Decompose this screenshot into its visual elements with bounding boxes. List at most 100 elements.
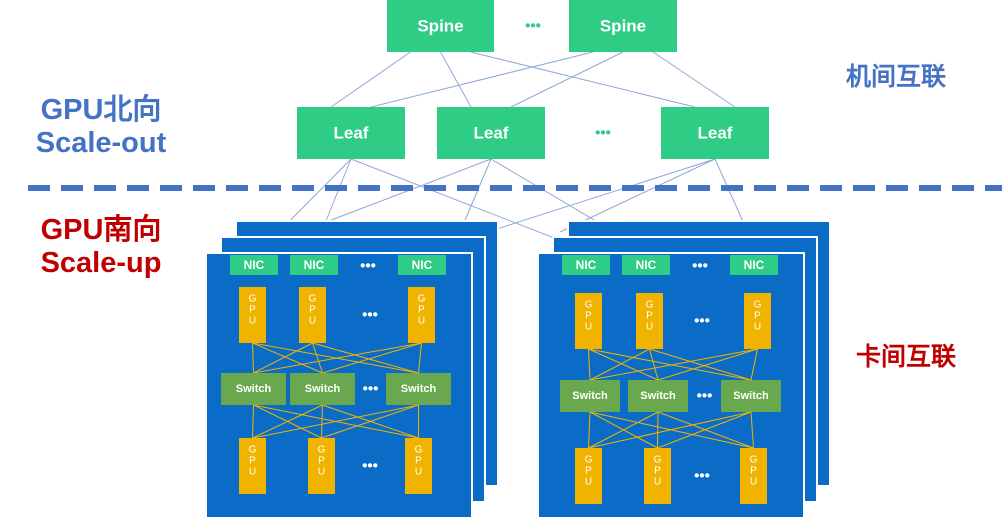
spine-switch-2-label: Spine: [600, 17, 646, 36]
gpu-switch-mesh: [588, 348, 758, 449]
leaf-switch-3-label: Leaf: [698, 124, 733, 143]
gpu-bottom-1-label-char: P: [249, 456, 256, 467]
gpu-top-3-label: GPU: [418, 294, 426, 327]
nvswitch-3: Switch: [721, 380, 781, 412]
leaf-switch-3-box: [661, 107, 769, 159]
mesh-link: [252, 404, 254, 439]
gpu-bottom-3-label-char: G: [750, 455, 758, 466]
nvswitch-1: Switch: [560, 380, 620, 412]
mesh-link: [253, 342, 422, 374]
inter-node-label: 机间互联: [846, 63, 947, 91]
gpu-top-2: GPU: [636, 293, 663, 349]
spine-switch-1: Spine: [387, 0, 494, 52]
spine-leaf-link: [330, 51, 411, 108]
spine-leaf-link: [652, 51, 736, 108]
gpu-top-2-box: [636, 293, 663, 349]
mesh-link: [322, 342, 422, 374]
leaf-switch-2-box: [437, 107, 545, 159]
nvswitch-1-label: Switch: [572, 390, 608, 402]
spine-leaf-link: [370, 51, 594, 108]
nvswitch-1-box: [221, 373, 286, 405]
gpu-bottom-3-label-char: U: [750, 477, 757, 488]
nic-2-box: [290, 255, 338, 275]
gpu-bottom-2-label: GPU: [654, 455, 662, 488]
nic-1-box: [230, 255, 278, 275]
gpu-top-3-label-char: U: [418, 316, 425, 327]
gpu-top-2-label: GPU: [309, 294, 317, 327]
gpu-top-3-label-char: U: [754, 322, 761, 333]
nvswitch-2-label: Switch: [640, 390, 676, 402]
nic-3-box: [730, 255, 778, 275]
gpu-bottom-2: GPU: [644, 448, 671, 504]
leaf-nic-link: [459, 158, 492, 233]
nvswitch-3-box: [721, 380, 781, 412]
gpu-bottom-2-label-char: G: [654, 455, 662, 466]
mesh-link: [252, 342, 323, 374]
gpu-switch-mesh: [252, 342, 422, 439]
gpu-bottom-3-label-char: P: [415, 456, 422, 467]
nvswitch-2: Switch: [290, 373, 355, 405]
leaf-ellipsis: •••: [595, 125, 611, 142]
gpu-top-3-label: GPU: [754, 300, 762, 333]
mesh-link: [253, 404, 419, 439]
nic-2-label: NIC: [636, 258, 657, 272]
gpu-top-ellipsis: •••: [362, 307, 378, 324]
gpu-top-ellipsis: •••: [694, 313, 710, 330]
gpu-top-1-label-char: U: [585, 322, 592, 333]
spine-switch-2: Spine: [569, 0, 677, 52]
gpu-bottom-2-label-char: P: [654, 466, 661, 477]
gpu-bottom-2-box: [644, 448, 671, 504]
gpu-bottom-1-label: GPU: [249, 445, 257, 478]
leaf-switch-1: Leaf: [297, 107, 405, 159]
gpu-top-2-label-char: G: [646, 300, 654, 311]
gpu-bottom-3-box: [740, 448, 767, 504]
gpu-bottom-1: GPU: [239, 438, 266, 494]
gpu-top-2-label: GPU: [646, 300, 654, 333]
nic-ellipsis: •••: [360, 258, 376, 275]
spine-leaf-link: [470, 51, 696, 108]
mesh-link: [657, 411, 659, 449]
nic-3-label: NIC: [412, 258, 433, 272]
gpu-top-3-label-char: P: [754, 311, 761, 322]
spine-leaf-link: [510, 51, 624, 108]
gpu-top-2-label-char: G: [309, 294, 317, 305]
mesh-link: [649, 348, 659, 381]
gpu-top-2-label-char: U: [309, 316, 316, 327]
gpu-top-3: GPU: [408, 287, 435, 343]
spine-switch-1-box: [387, 0, 494, 52]
mesh-link: [588, 411, 591, 449]
mesh-link: [252, 342, 254, 374]
gpu-top-1-label: GPU: [585, 300, 593, 333]
nvswitch-1-box: [560, 380, 620, 412]
leaf-nic-link: [299, 158, 492, 233]
gpu-bottom-1-label-char: G: [585, 455, 593, 466]
gpu-top-3-label-char: P: [418, 305, 425, 316]
mesh-link: [588, 348, 591, 381]
spine-switch-1-label: Spine: [417, 17, 463, 36]
spine-switch-2-box: [569, 0, 677, 52]
gpu-bottom-1-label-char: G: [249, 445, 257, 456]
leaf-switch-1-box: [297, 107, 405, 159]
intra-node-label: 卡间互联: [856, 343, 957, 371]
mesh-link: [253, 404, 322, 439]
nvswitch-1: Switch: [221, 373, 286, 405]
mesh-link: [657, 411, 754, 449]
nic-1-label: NIC: [244, 258, 265, 272]
spine-leaf-link: [440, 51, 472, 108]
switch-ellipsis: •••: [697, 388, 713, 405]
gpu-bottom-3: GPU: [740, 448, 767, 504]
spine-ellipsis: •••: [525, 18, 541, 35]
gpu-top-2-label-char: P: [646, 311, 653, 322]
gpu-bottom-1: GPU: [575, 448, 602, 504]
nvswitch-2-label: Switch: [305, 383, 341, 395]
gpu-top-1: GPU: [239, 287, 266, 343]
gpu-top-1-label-char: P: [249, 305, 256, 316]
gpu-bottom-1-label-char: P: [585, 466, 592, 477]
nic-ellipsis: •••: [692, 258, 708, 275]
nic-2-label: NIC: [304, 258, 325, 272]
